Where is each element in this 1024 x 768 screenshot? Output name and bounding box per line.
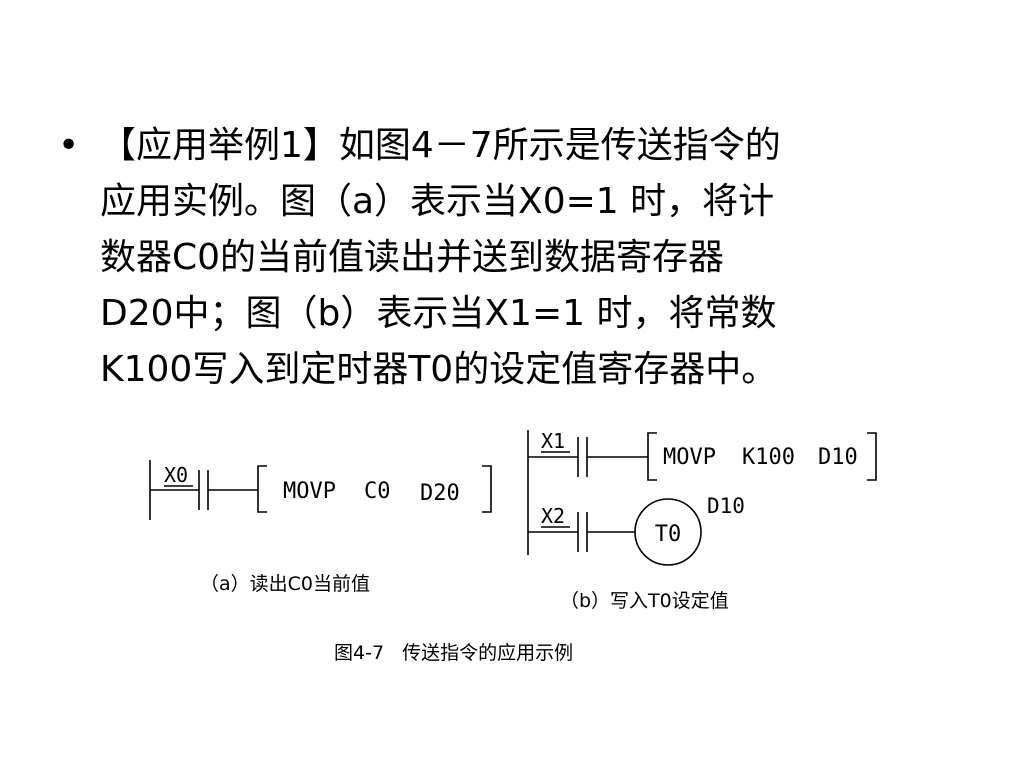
paragraph-line-5: K100写入到定时器T0的设定值寄存器中。 <box>100 349 778 390</box>
b-coil-setting-label: D10 <box>707 494 745 518</box>
b-contact-x2-label: X2 <box>541 504 565 528</box>
a-contact-x0-label: X0 <box>164 463 188 487</box>
paragraph-line-2: 应用实例。图（a）表示当X0=1 时，将计 <box>100 181 775 222</box>
b-caption: （b）写入T0设定值 <box>560 590 729 612</box>
b-coil-label: T0 <box>655 522 682 547</box>
a-caption: （a）读出C0当前值 <box>200 573 370 595</box>
b-timer-coil-circle <box>634 498 702 566</box>
a-source-operand: C0 <box>364 479 391 504</box>
a-dest-operand: D20 <box>420 481 460 506</box>
paragraph-line-4: D20中；图（b）表示当X1=1 时，将常数 <box>100 293 777 334</box>
paragraph-line-1: 【应用举例1】如图4－7所示是传送指令的 <box>100 125 781 166</box>
bullet-marker: • <box>58 125 80 166</box>
a-instruction-name: MOVP <box>283 479 336 504</box>
b-instruction-left-bracket <box>647 432 657 481</box>
a-instruction-left-bracket <box>257 465 267 513</box>
paragraph-line-3: 数器C0的当前值读出并送到数据寄存器 <box>100 237 725 278</box>
b-source-operand: K100 <box>742 445 795 470</box>
example-paragraph: 【应用举例1】如图4－7所示是传送指令的 应用实例。图（a）表示当X0=1 时，… <box>100 118 980 398</box>
b-instruction-name: MOVP <box>663 445 716 470</box>
figure-caption: 图4-7 传送指令的应用示例 <box>334 642 573 664</box>
b-contact-x1-label: X1 <box>541 429 565 453</box>
b-dest-operand: D10 <box>818 445 858 470</box>
a-instruction-right-bracket <box>482 465 492 513</box>
b-instruction-right-bracket <box>867 432 877 481</box>
